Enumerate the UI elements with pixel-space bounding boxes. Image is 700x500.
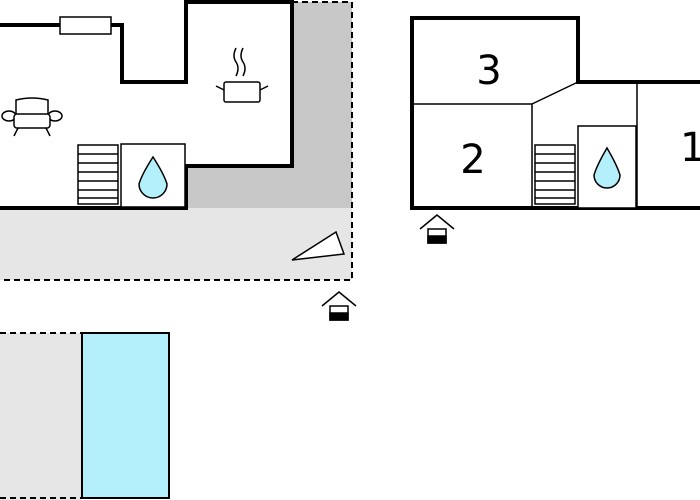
sunbed-icon bbox=[291, 230, 346, 261]
water-drop-icon bbox=[138, 155, 168, 199]
room-2-label: 2 bbox=[460, 137, 485, 183]
sofa-icon bbox=[1, 97, 63, 137]
lawn-area bbox=[0, 333, 82, 500]
entrance-icon bbox=[419, 214, 455, 244]
stairs-icon bbox=[77, 144, 119, 205]
stairs-icon bbox=[534, 144, 576, 205]
radiator-icon bbox=[59, 16, 112, 35]
right-building-walls bbox=[410, 16, 700, 210]
room-3-label: 3 bbox=[476, 48, 501, 94]
entrance-icon bbox=[321, 291, 357, 321]
left-building-walls bbox=[0, 0, 294, 210]
covered-terrace bbox=[186, 2, 352, 208]
room-1-label: 1 bbox=[680, 125, 700, 171]
pool-area bbox=[81, 332, 170, 499]
cooking-pot-icon bbox=[215, 47, 269, 103]
wall-diagonal bbox=[531, 81, 579, 105]
water-drop-icon bbox=[593, 146, 621, 189]
terrace-outline bbox=[0, 1, 353, 281]
yard-area bbox=[0, 208, 352, 280]
